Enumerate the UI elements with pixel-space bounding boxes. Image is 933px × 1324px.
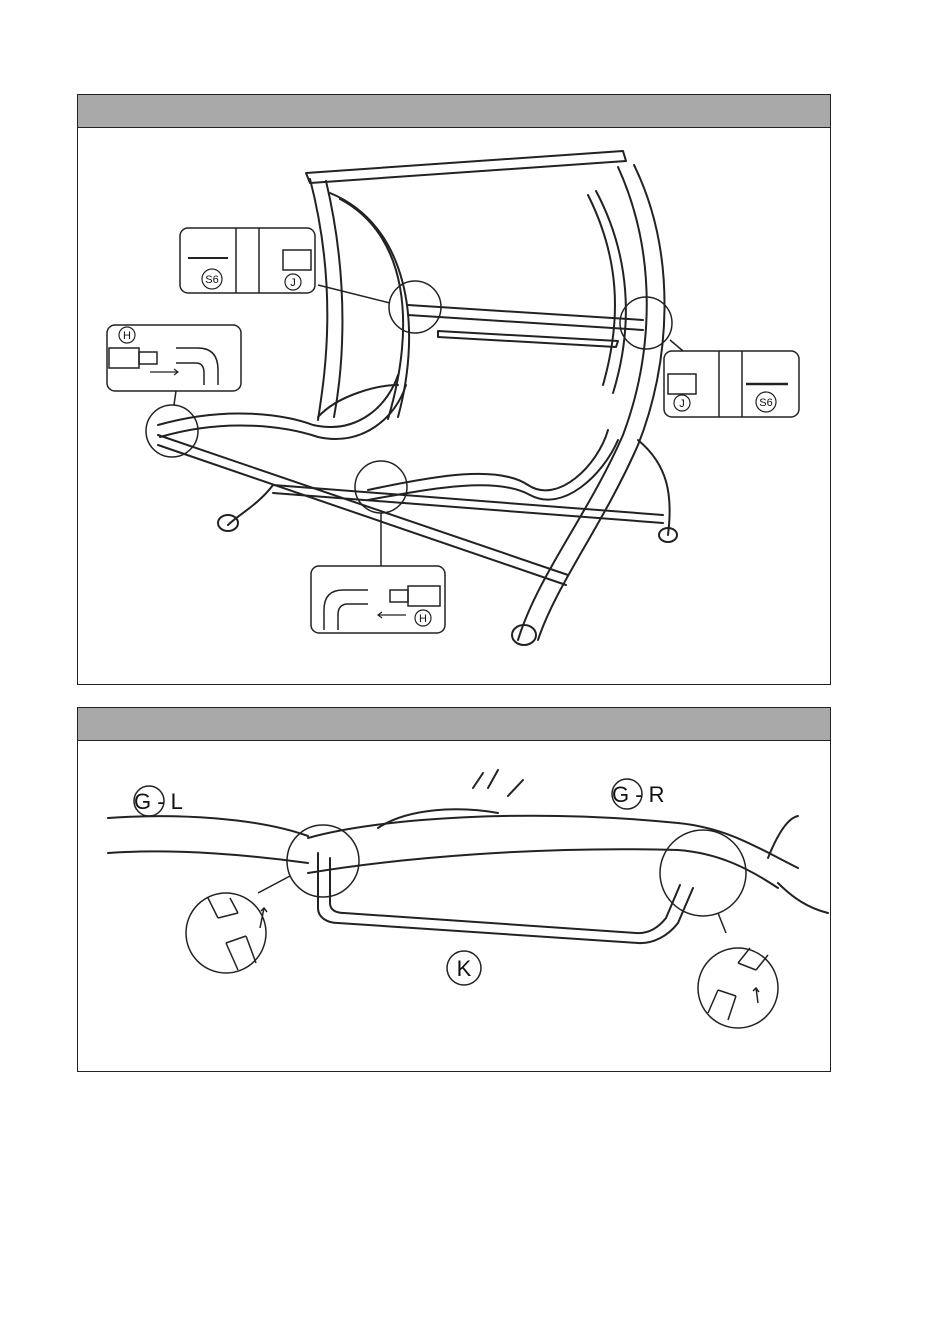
assembly-step-panel-1: S6 J J S6 H	[77, 94, 831, 685]
callout-bottom: H	[311, 566, 445, 633]
detail-circle-right	[660, 830, 746, 916]
assembly-step-panel-2: G - L G - R K	[77, 707, 831, 1072]
swing-frame-diagram: S6 J J S6 H	[78, 95, 832, 686]
label-g-right: G - R	[612, 782, 665, 807]
part-label-j: J	[290, 277, 296, 289]
right-leg-arc	[518, 167, 647, 640]
seat-right	[368, 430, 608, 490]
seat-frame-diagram: G - L G - R K	[78, 708, 832, 1073]
label-k: K	[457, 956, 472, 981]
callout-top-left: S6 J	[180, 228, 315, 293]
callout-right: J S6	[664, 351, 799, 417]
front-foot	[512, 625, 536, 645]
g-left-frame	[108, 816, 308, 836]
magnified-joint-right	[698, 948, 778, 1028]
part-label-h: H	[123, 330, 131, 342]
hanging-bar	[438, 331, 618, 347]
k-bar	[318, 853, 693, 943]
label-g-left: G - L	[134, 789, 183, 814]
part-label-h: H	[419, 613, 427, 625]
part-labels: G - L G - R K	[134, 779, 665, 985]
left-canopy-arc	[310, 179, 327, 420]
callout-left: H	[107, 325, 241, 391]
part-label-j: J	[679, 398, 685, 410]
canopy-top-bar	[306, 151, 626, 183]
part-label-s6: S6	[759, 397, 772, 409]
part-label-s6: S6	[205, 274, 218, 286]
magnified-joint-left	[186, 893, 266, 973]
